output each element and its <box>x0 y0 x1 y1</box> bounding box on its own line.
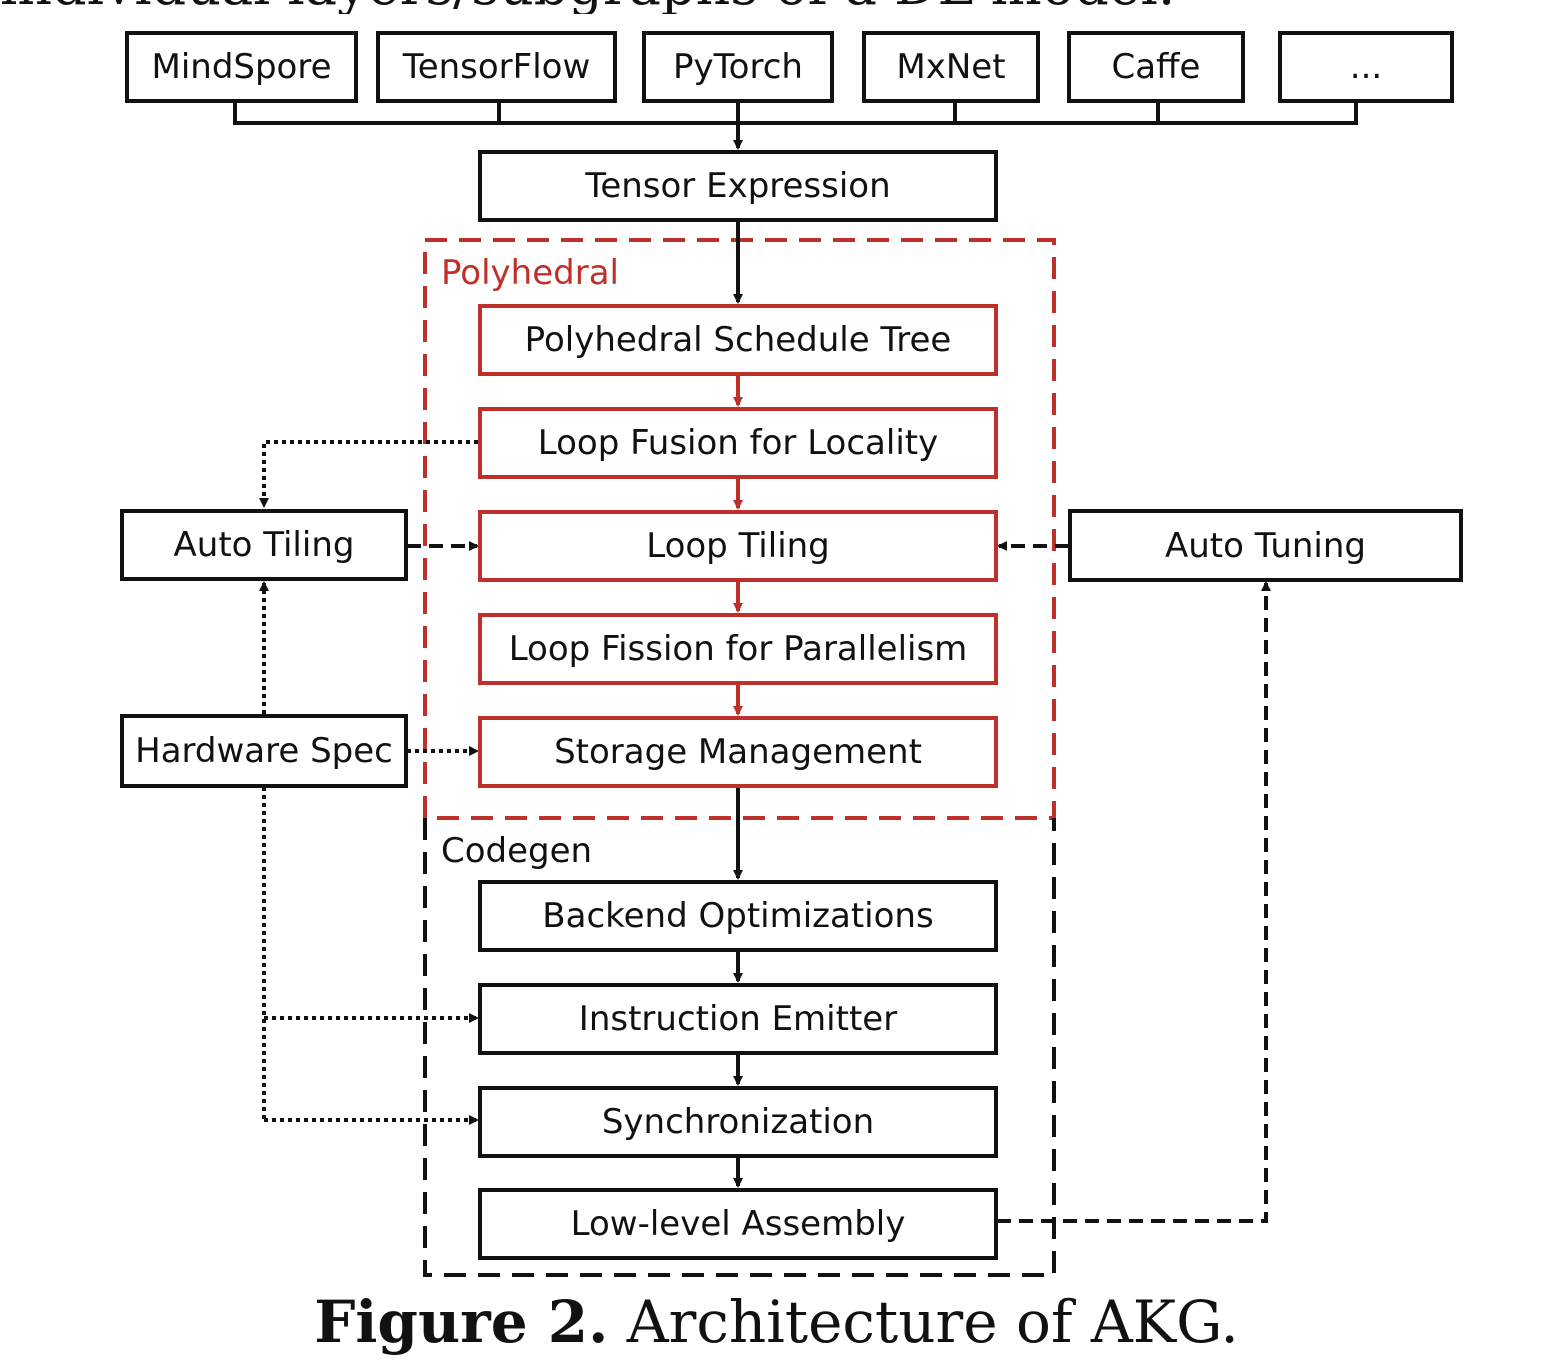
backend-optimizations-box: Backend Optimizations <box>478 880 998 952</box>
framework-box-pytorch: PyTorch <box>642 31 834 103</box>
figure-caption-text: Architecture of AKG. <box>608 1288 1239 1356</box>
loop-fusion-box: Loop Fusion for Locality <box>478 407 998 479</box>
framework-box-more: ... <box>1278 31 1454 103</box>
framework-bus <box>233 102 1358 125</box>
instruction-emitter-box: Instruction Emitter <box>478 983 998 1055</box>
figure-number: Figure 2. <box>314 1288 609 1356</box>
auto-tiling-box: Auto Tiling <box>120 509 408 581</box>
auto-tuning-box: Auto Tuning <box>1068 509 1463 582</box>
storage-management-box: Storage Management <box>478 716 998 788</box>
dashed-assembly-to-auto-tuning <box>997 581 1271 1223</box>
framework-box-mxnet: MxNet <box>862 31 1040 103</box>
framework-box-tensorflow: TensorFlow <box>376 31 617 103</box>
hardware-spec-box: Hardware Spec <box>120 714 408 788</box>
tensor-expression-box: Tensor Expression <box>478 150 998 222</box>
synchronization-box: Synchronization <box>478 1086 998 1158</box>
figure-caption: Figure 2. Architecture of AKG. <box>0 1288 1553 1356</box>
loop-fission-box: Loop Fission for Parallelism <box>478 613 998 685</box>
framework-box-caffe: Caffe <box>1067 31 1245 103</box>
dotted-fusion-to-auto-tiling <box>259 440 478 508</box>
framework-box-mindspore: MindSpore <box>125 31 358 103</box>
polyhedral-group-label: Polyhedral <box>441 253 619 293</box>
codegen-group-label: Codegen <box>441 831 593 871</box>
low-level-assembly-box: Low-level Assembly <box>478 1188 998 1260</box>
loop-tiling-box: Loop Tiling <box>478 510 998 582</box>
cut-off-text-line: individual layers/subgraphs of a DL mode… <box>0 0 1553 14</box>
polyhedral-schedule-tree-box: Polyhedral Schedule Tree <box>478 304 998 376</box>
